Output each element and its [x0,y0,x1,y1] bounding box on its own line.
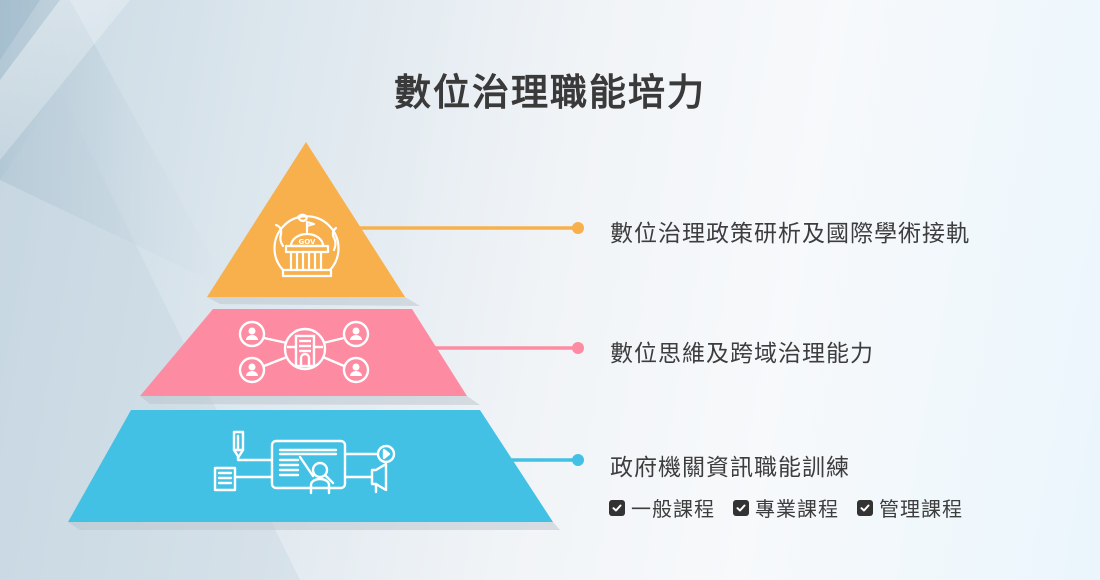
connector-tier1 [340,222,584,234]
globe-government-building-icon [273,213,340,278]
course-list: 一般課程 專業課程 管理課程 [609,493,963,522]
network-people-building-icon [238,320,370,384]
page-title: 數位治理職能培力 [394,71,706,114]
checkbox-checked-icon [733,499,749,516]
course-item-management: 管理課程 [857,493,963,522]
pyramid-tier-middle [140,309,467,396]
course-label: 一般課程 [631,497,715,521]
checkbox-checked-icon [857,499,873,516]
person-glyphs [246,327,362,376]
checkbox-checked-icon [609,499,625,516]
gov-icon-text: GOV [299,238,317,246]
course-label: 管理課程 [879,497,963,521]
tier3-label: 政府機關資訊職能訓練 [610,455,850,481]
connector-tier3 [500,454,584,466]
connector-tier2 [430,342,584,354]
course-item-professional: 專業課程 [733,493,839,522]
course-label: 專業課程 [755,497,839,521]
teaching-presentation-icon [213,430,396,495]
pyramid-tier-bottom [68,410,553,522]
course-item-general: 一般課程 [609,493,715,522]
tier1-label: 數位治理政策研析及國際學術接軌 [610,221,970,247]
tier2-label: 數位思維及跨域治理能力 [610,341,874,367]
